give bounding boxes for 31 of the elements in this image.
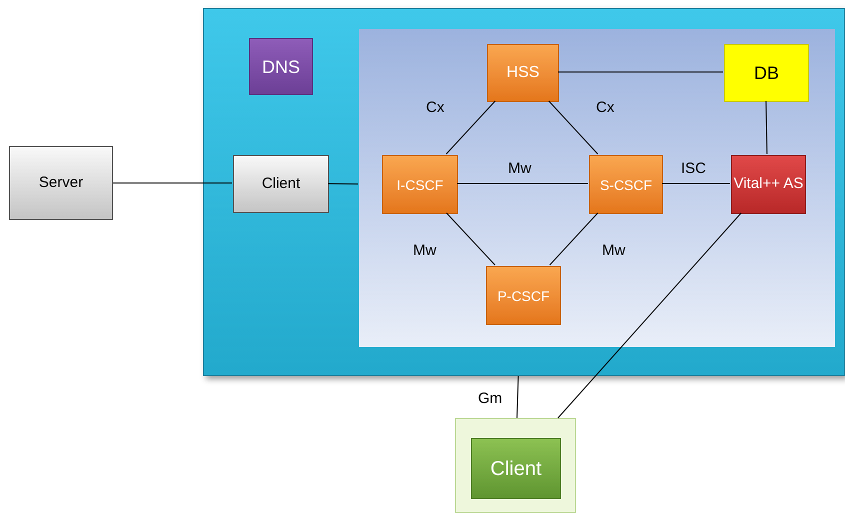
connector-line (557, 212, 742, 418)
client-box: Client (471, 438, 561, 499)
connector-line (516, 376, 519, 418)
icscf-box: I-CSCF (382, 155, 458, 214)
client-frame (455, 418, 576, 513)
connector-line (328, 183, 358, 184)
connector-line (456, 183, 588, 184)
hss-box: HSS (487, 44, 559, 102)
database-box: DB (724, 44, 809, 102)
edge-label: ISC (681, 161, 706, 176)
core-panel (359, 29, 835, 347)
edge-label: Mw (508, 161, 532, 176)
connector-line (549, 212, 598, 266)
client-box: Client (233, 155, 329, 213)
network-panel (203, 8, 845, 376)
edge-label: Gm (478, 391, 502, 406)
edge-label: Cx (596, 100, 614, 115)
server-box: Server (9, 146, 113, 220)
connector-line (112, 182, 232, 184)
connector-line (446, 212, 496, 266)
connector-line (662, 183, 730, 184)
edge-label: Cx (426, 100, 444, 115)
pcscf-box: P-CSCF (486, 266, 561, 325)
scscf-box: S-CSCF (589, 155, 663, 214)
dns-box: DNS (249, 38, 313, 95)
connector-line (446, 100, 496, 154)
edge-label: Mw (413, 243, 436, 258)
application-server-box: Vital++ AS (731, 155, 806, 214)
connector-line (548, 100, 598, 154)
connector-line (766, 100, 768, 154)
edge-label: Mw (602, 243, 626, 258)
